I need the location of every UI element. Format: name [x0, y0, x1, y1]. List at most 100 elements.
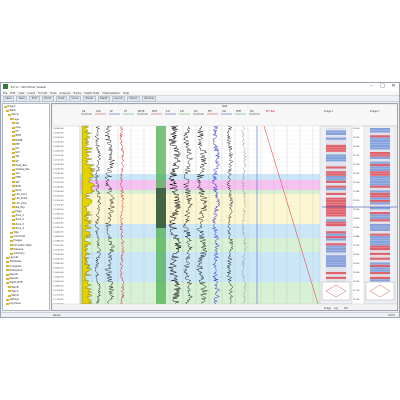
- image-track-1-band: [326, 269, 346, 272]
- tree-item[interactable]: Zone_1: [12, 214, 24, 217]
- menu-item-depth-data[interactable]: Depth Data: [84, 92, 100, 95]
- menu-item-help[interactable]: Help: [123, 92, 130, 95]
- toolbar-shade-button[interactable]: Shade: [83, 95, 96, 102]
- tree-item[interactable]: Pressure: [10, 248, 23, 251]
- tree-item-label: ILM: [15, 151, 20, 155]
- toolbar-export-button[interactable]: Export: [126, 95, 140, 102]
- tree-item[interactable]: Well A: [8, 113, 19, 116]
- minimize-button[interactable]: –: [370, 83, 373, 89]
- tree-item-label: Shallow_Res: [15, 168, 30, 171]
- tree-item[interactable]: Results: [6, 273, 18, 276]
- tree-item[interactable]: Lith_Lime: [12, 202, 27, 205]
- tree-item[interactable]: Zone_2: [12, 218, 24, 221]
- menu-item-interpretation[interactable]: Interpretation: [102, 92, 121, 95]
- tree-item[interactable]: ILD: [12, 147, 19, 150]
- tree-item-label: PEF: [15, 142, 20, 146]
- maximize-button[interactable]: □: [380, 83, 385, 89]
- tree-item[interactable]: Lith_Shale: [12, 197, 27, 200]
- toolbar-window-button[interactable]: Window: [141, 95, 157, 102]
- tree-item[interactable]: Deep_Res: [12, 164, 27, 167]
- tree-item[interactable]: ILM: [12, 151, 19, 154]
- tree-item[interactable]: GR: [12, 122, 19, 125]
- right-depth-label: 11760: [353, 299, 360, 301]
- tree-item[interactable]: Net_Pay: [12, 206, 25, 209]
- toolbar-open-button[interactable]: Open: [3, 95, 15, 102]
- tree-item[interactable]: Zone_3: [12, 223, 24, 226]
- image-track-1-band: [326, 272, 346, 275]
- image-track-1-band: [326, 140, 346, 143]
- tree-item-label: Zone_3: [15, 222, 24, 226]
- tree-item[interactable]: Vsh: [12, 172, 20, 175]
- tree-item-label: GR: [15, 121, 19, 125]
- tree-item[interactable]: SP: [12, 160, 18, 163]
- toolbar-track-button[interactable]: Track: [55, 95, 67, 102]
- track-header-label: ILD: [166, 110, 170, 113]
- menu-item-tools[interactable]: Tools: [50, 92, 57, 95]
- tree-item[interactable]: Reports: [6, 277, 18, 280]
- tree-item[interactable]: NPHI: [12, 134, 21, 137]
- tree-item[interactable]: Images: [10, 239, 22, 242]
- tree-item[interactable]: Project: [4, 105, 15, 108]
- tree-item[interactable]: PHIE: [12, 176, 21, 179]
- image-track-2-band: [370, 200, 390, 203]
- tree-item[interactable]: CALI: [12, 126, 21, 129]
- tree-item[interactable]: Log Panel: [6, 302, 21, 305]
- tree-item[interactable]: Lith_Sand: [12, 193, 27, 196]
- menu-item-file[interactable]: File: [3, 92, 8, 95]
- tree-item[interactable]: Formation Tests: [10, 244, 32, 247]
- tree-item[interactable]: Layouts: [6, 256, 19, 259]
- caliper-curve: [94, 125, 102, 304]
- folder-icon: [12, 197, 15, 200]
- image-track-2-band: [370, 255, 390, 258]
- toolbar-depth-button[interactable]: Depth: [97, 95, 110, 102]
- image-track-2-band: [370, 231, 390, 234]
- tree-item[interactable]: RHOB: [12, 139, 22, 142]
- tree-item[interactable]: Summary: [10, 252, 25, 255]
- tree-item[interactable]: Templates: [6, 260, 21, 263]
- toolbar-curve-button[interactable]: Curve: [68, 95, 81, 102]
- close-button[interactable]: ✕: [391, 83, 396, 89]
- menu-item-edit[interactable]: Edit: [10, 92, 16, 95]
- tree-item-label: Lith_Sand: [15, 193, 27, 197]
- menu-item-tracks[interactable]: Tracks: [73, 92, 82, 95]
- tree-item[interactable]: Tops: [10, 231, 19, 234]
- tree-item[interactable]: Depth Shift: [6, 281, 22, 284]
- tree-item[interactable]: Logs: [10, 118, 19, 121]
- toolbar-print-button[interactable]: Print: [29, 95, 40, 102]
- tree-item[interactable]: DT: [12, 130, 19, 133]
- tree-item-label: Log Panel: [9, 302, 21, 306]
- tree-item[interactable]: BVW: [12, 185, 21, 188]
- tree-item[interactable]: Shallow_Res: [12, 168, 30, 171]
- tree-item[interactable]: Core Data: [10, 235, 25, 238]
- image-track-1-band: [326, 255, 346, 258]
- toolbar-save-button[interactable]: Save: [16, 95, 28, 102]
- tree-item[interactable]: Perm: [12, 189, 21, 192]
- menu-item-view[interactable]: View: [18, 92, 25, 95]
- folder-icon: [10, 248, 13, 251]
- image-track-2-band: [370, 144, 390, 147]
- tree-item[interactable]: PEF: [12, 143, 20, 146]
- depth-label: 11,000.00: [53, 133, 64, 135]
- tree-item[interactable]: Zone_4: [12, 227, 24, 230]
- tree-item[interactable]: SFL: [12, 155, 20, 158]
- tree-item[interactable]: Well D: [8, 294, 19, 297]
- menu-item-insert[interactable]: Insert: [27, 92, 35, 95]
- menu-item-format[interactable]: Format: [37, 92, 48, 95]
- tree-item[interactable]: Wells: [6, 109, 16, 112]
- tree-item[interactable]: Flags: [12, 210, 22, 213]
- folder-icon: [6, 281, 9, 284]
- tree-item-label: Depth Shift: [9, 281, 23, 285]
- right-depth-label: 11520: [353, 245, 360, 247]
- tree-item[interactable]: Crossplots: [6, 265, 21, 268]
- tree-item[interactable]: SW: [12, 181, 19, 184]
- toolbar-zoom-button[interactable]: Zoom: [41, 95, 54, 102]
- tree-item[interactable]: Well C: [8, 290, 19, 293]
- tree-item[interactable]: Histograms: [6, 269, 23, 272]
- tree-item[interactable]: Well B: [8, 286, 19, 289]
- menu-item-analysis[interactable]: Analysis: [59, 92, 71, 95]
- toolbar-layout-button[interactable]: Layout: [111, 95, 125, 102]
- tree-item[interactable]: Settings: [6, 298, 19, 301]
